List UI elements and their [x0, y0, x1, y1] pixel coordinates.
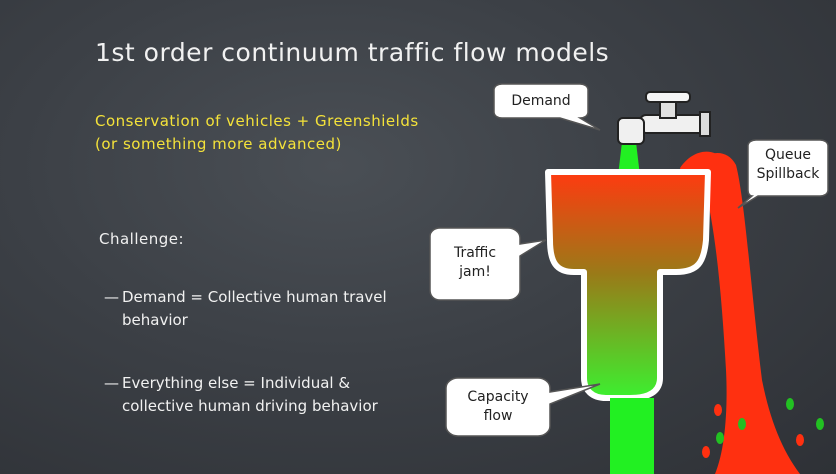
bubble-demand [493, 83, 601, 131]
bubble-demand-label: Demand [511, 93, 571, 109]
bubble-traffic-jam [429, 227, 547, 301]
faucet-icon [617, 91, 711, 145]
bubble-queue-spillback-label: Queue Spillback [750, 146, 826, 184]
funnel-outline [545, 169, 711, 401]
bubble-capacity-flow-label: Capacity flow [448, 388, 548, 426]
bubble-capacity-flow [445, 377, 601, 437]
bubble-line: Capacity [467, 389, 529, 405]
bullet-demand: — Demand = Collective human travel behav… [104, 286, 404, 332]
slide-subtitle: Conservation of vehicles + Greenshields … [95, 112, 419, 153]
dash-marker: — [104, 288, 119, 306]
bubble-line: Queue [765, 147, 811, 163]
dash-marker: — [104, 374, 119, 392]
bullet-everything-else: — Everything else = Individual & collect… [104, 372, 424, 418]
bullet-text: Demand = Collective human travel behavio… [122, 288, 387, 329]
bubble-line: Traffic [453, 245, 497, 261]
bullet-text: Everything else = Individual & collectiv… [122, 374, 378, 415]
queue-spillback-stream [700, 153, 800, 474]
bubble-queue-spillback [737, 139, 829, 209]
challenge-label: Challenge: [99, 230, 185, 248]
bubble-line: jam! [459, 264, 491, 280]
scattered-drops [702, 398, 824, 458]
capacity-flow-stream [610, 398, 654, 474]
bubble-line: Spillback [756, 166, 820, 182]
slide-title: 1st order continuum traffic flow models [95, 38, 610, 67]
demand-stream [618, 142, 640, 176]
bubble-traffic-jam-label: Traffic jam! [432, 244, 518, 282]
bubble-line: flow [483, 408, 513, 424]
